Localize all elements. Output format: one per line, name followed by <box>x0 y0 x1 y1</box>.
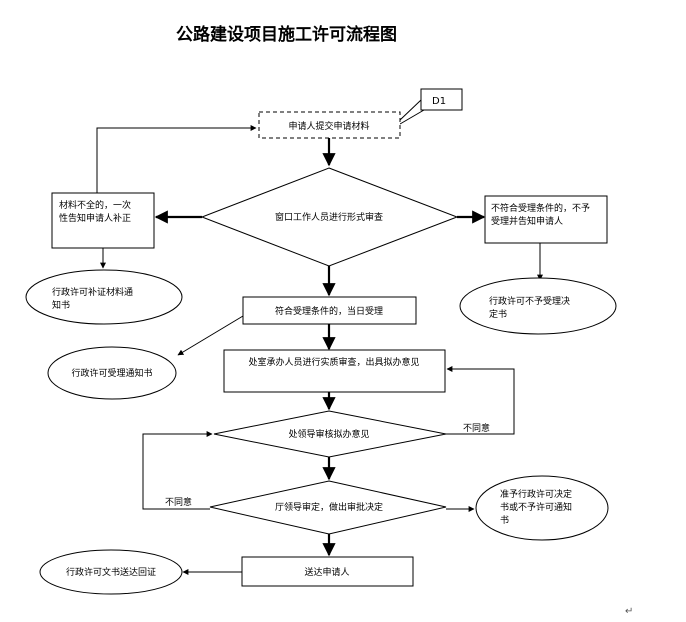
deliver-box <box>241 556 414 587</box>
form-review-label: 窗口工作人员进行形式审查 <box>275 211 383 223</box>
supplement-notice-doc <box>25 269 183 325</box>
d1-callout-pointer <box>399 99 422 121</box>
deliver-label: 送达申请人 <box>304 566 349 578</box>
nonconforming-box <box>484 195 608 244</box>
delivery-receipt-label: 行政许可文书送达回证 <box>66 566 156 578</box>
incomplete-materials-line1: 材料不全的，一次 <box>59 199 131 211</box>
accept-notice-label: 行政许可受理通知书 <box>71 367 152 379</box>
substantive-review-label: 处室承办人员进行实质审查，出具拟办意见 <box>248 356 419 368</box>
d1-callout-label: D1 <box>432 96 446 107</box>
decision-doc-line1: 准予行政许可决定 <box>500 488 572 500</box>
resubmit-loop-arrow <box>96 125 257 193</box>
nonconforming-line2: 受理并告知申请人 <box>491 215 563 227</box>
arrow-to-accept-notice <box>177 315 244 356</box>
reject-decision-line2: 定书 <box>489 308 507 320</box>
delivery-receipt-doc <box>39 549 183 595</box>
reject-decision-doc <box>459 277 617 335</box>
decision-doc-line3: 书 <box>500 515 509 526</box>
decision-doc-line2: 书或不予许可通知 <box>500 501 572 513</box>
d1-callout-box <box>420 88 463 111</box>
incomplete-materials-box <box>51 192 155 249</box>
supplement-notice-line2: 知书 <box>52 299 70 311</box>
dept-disagree-loop <box>142 431 213 510</box>
incomplete-materials-line2: 性告知申请人补正 <box>59 212 131 224</box>
accept-label: 符合受理条件的，当日受理 <box>275 305 383 317</box>
leader-review-label: 处领导审核拟办意见 <box>288 428 369 440</box>
accept-notice-doc <box>47 346 177 400</box>
nonconforming-line1: 不符合受理条件的，不予 <box>491 202 590 214</box>
diagram-title: 公路建设项目施工许可流程图 <box>176 24 397 45</box>
supplement-notice-line1: 行政许可补证材料通 <box>52 286 133 298</box>
disagree-left-label: 不同意 <box>165 496 192 508</box>
dept-decision-label: 厅领导审定，做出审批决定 <box>275 501 383 513</box>
d1-callout-pointer-2 <box>399 109 425 125</box>
substantive-review-box <box>223 349 446 393</box>
reject-decision-line1: 行政许可不予受理决 <box>489 295 570 307</box>
submit-materials-label: 申请人提交申请材料 <box>288 120 369 132</box>
accept-box <box>242 296 417 325</box>
paragraph-mark: ↵ <box>625 606 633 617</box>
disagree-right-label: 不同意 <box>463 422 490 434</box>
submit-materials-box <box>258 111 401 139</box>
decision-document <box>475 475 609 541</box>
leader-disagree-loop <box>446 366 515 435</box>
